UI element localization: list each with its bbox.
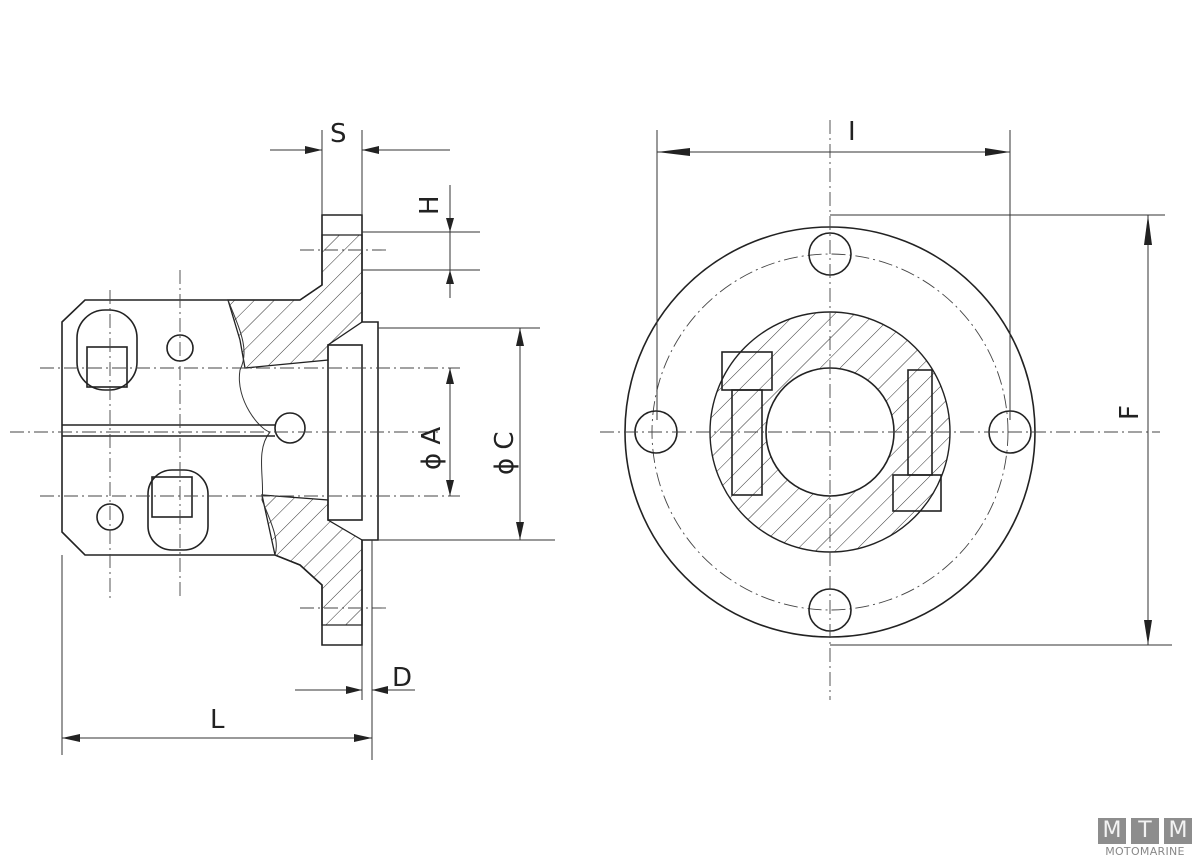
cap-screw-head-right	[892, 474, 942, 512]
dimension-phi-a: ϕ A	[417, 368, 454, 496]
dimension-d: D	[295, 540, 415, 760]
arrowhead	[446, 368, 454, 384]
arrowhead	[516, 328, 524, 346]
arrowhead	[362, 146, 379, 154]
logo-letter: T	[1131, 818, 1159, 844]
dim-label-h: H	[415, 195, 445, 215]
cap-screw-shank-left	[731, 389, 763, 496]
dim-label-phi-a: ϕ A	[417, 427, 447, 470]
arrowhead	[62, 734, 80, 742]
arrowhead	[516, 522, 524, 540]
arrowhead	[446, 270, 454, 284]
logo-name: MOTOMARINE	[1105, 845, 1185, 858]
dim-label-i: I	[848, 117, 856, 147]
dim-label-phi-c: ϕ C	[490, 431, 520, 475]
arrowhead	[446, 480, 454, 496]
dimension-l: L	[61, 555, 372, 755]
logo-letter-boxes: M T M	[1098, 818, 1192, 844]
dim-label-f: F	[1115, 405, 1145, 420]
logo-letter: M	[1164, 818, 1192, 844]
front-view: I F	[600, 117, 1172, 700]
arrowhead	[657, 148, 690, 156]
dimension-f: F	[830, 214, 1172, 646]
hatched-section-top	[227, 234, 363, 369]
arrowhead	[305, 146, 322, 154]
bore-recess	[327, 344, 363, 521]
dimension-phi-c: ϕ C	[378, 327, 555, 541]
dim-label-s: S	[330, 119, 347, 149]
arrowhead	[1144, 620, 1152, 645]
dim-label-d: D	[392, 663, 412, 693]
pin-hole	[274, 412, 306, 444]
hatched-section-bottom	[261, 494, 363, 626]
arrowhead	[346, 686, 362, 694]
dim-label-l: L	[210, 705, 225, 735]
screw-head-bottom	[151, 476, 193, 518]
slot-bottom	[147, 469, 209, 551]
dimension-i: I	[656, 117, 1011, 420]
arrowhead	[372, 686, 388, 694]
dimension-h: H	[362, 185, 480, 298]
motomarine-logo: M T M MOTOMARINE	[1098, 818, 1192, 858]
arrowhead	[446, 218, 454, 232]
screw-head-top	[86, 346, 128, 388]
side-view: S H ϕ A ϕ C	[10, 119, 555, 760]
arrowhead	[1144, 215, 1152, 245]
arrowhead	[985, 148, 1010, 156]
slot-top	[76, 309, 138, 391]
logo-letter: M	[1098, 818, 1126, 844]
arrowhead	[354, 734, 372, 742]
dimension-s: S	[270, 119, 450, 215]
